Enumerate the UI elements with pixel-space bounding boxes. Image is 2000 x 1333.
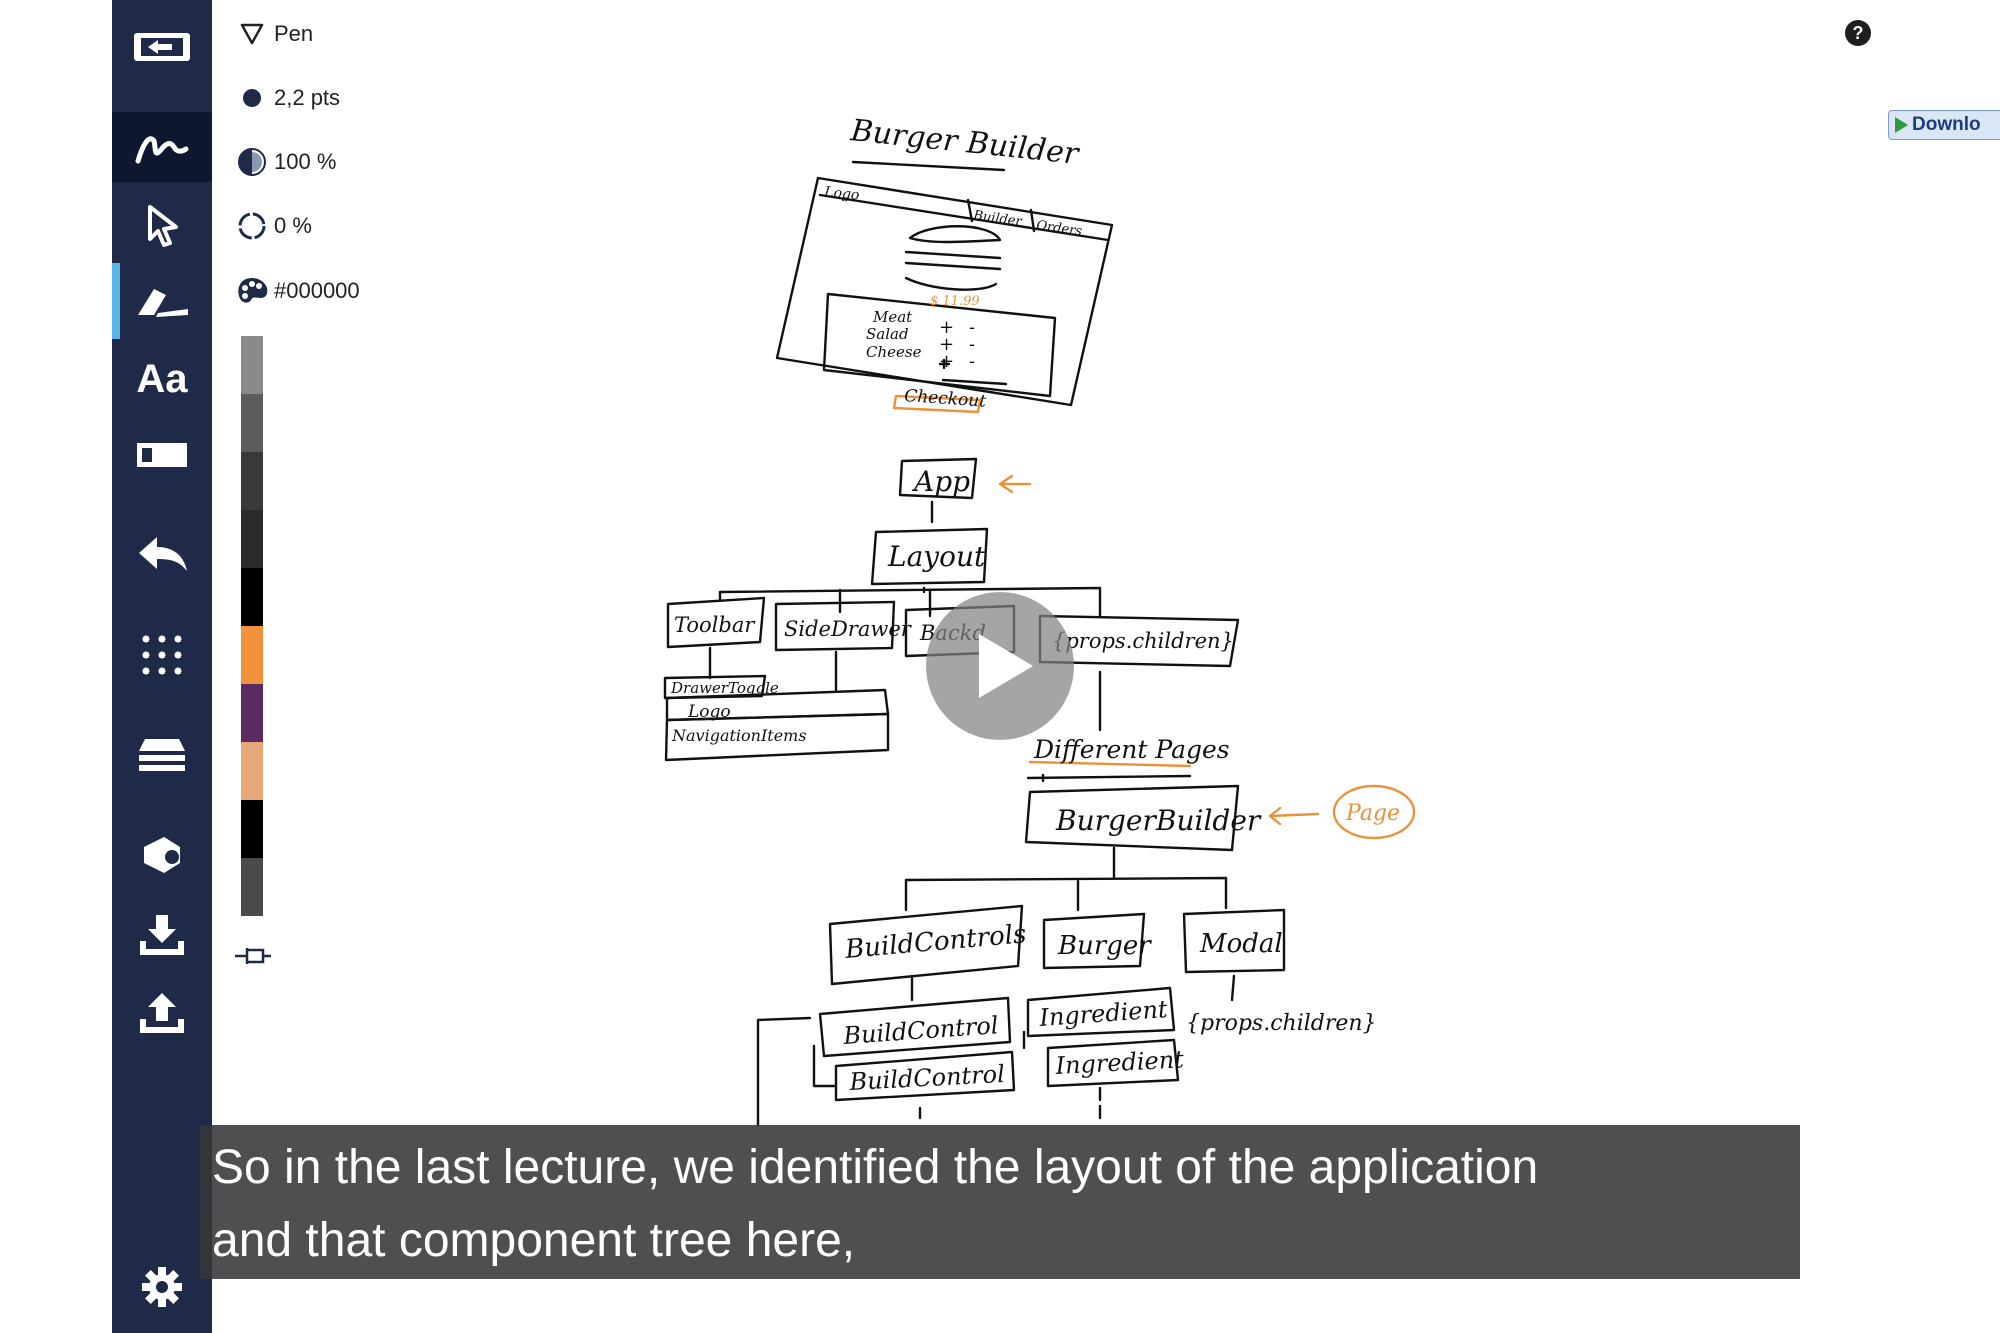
page-label: Page: [1345, 801, 1400, 826]
node-layout: Layout: [887, 540, 986, 573]
left-margin: [0, 0, 112, 1333]
node-ingredient-2: Ingredient: [1054, 1045, 1185, 1080]
subtitle-caption: So in the last lecture, we identified th…: [200, 1125, 1800, 1279]
mock-minus-1: -: [969, 317, 975, 338]
color-palette: [241, 336, 263, 916]
filter-triangle-icon: [230, 23, 274, 45]
active-accent: [112, 263, 120, 339]
color-swatch[interactable]: [241, 684, 263, 742]
undo-icon[interactable]: [112, 520, 212, 590]
mock-price: $ 11.99: [930, 294, 980, 309]
opacity-row[interactable]: 100 %: [230, 142, 336, 182]
tool-name: Pen: [274, 21, 314, 46]
node-toolbar: Toolbar: [674, 613, 756, 637]
fill-row[interactable]: 0 %: [230, 206, 312, 246]
color-value: #000000: [274, 278, 360, 303]
mock-plus-2: +: [939, 334, 954, 355]
tool-sidebar: Aa: [112, 0, 212, 1333]
mock-ingredient-salad: Salad: [866, 325, 909, 343]
node-side-drawer: SideDrawer: [784, 617, 913, 641]
settings-icon[interactable]: [112, 1252, 212, 1322]
download-label: Downlo: [1912, 114, 1981, 135]
mock-plus-1: +: [939, 317, 954, 338]
mock-nav-builder: Builder: [971, 208, 1023, 230]
opacity-icon: [230, 147, 274, 177]
text-icon[interactable]: Aa: [112, 344, 212, 414]
play-triangle-icon: [979, 634, 1033, 698]
node-logo: Logo: [687, 702, 731, 722]
mock-nav-orders: Orders: [1035, 218, 1083, 239]
mock-logo-text: Logo: [823, 184, 861, 204]
node-burger-builder: BurgerBuilder: [1055, 804, 1262, 837]
node-modal: Modal: [1199, 929, 1283, 959]
layers-icon[interactable]: [112, 720, 212, 790]
video-play-button[interactable]: [926, 592, 1074, 740]
color-swatch[interactable]: [241, 510, 263, 568]
caption-line-2: and that component tree here,: [212, 1214, 856, 1267]
download-icon[interactable]: [112, 900, 212, 970]
pin-icon[interactable]: [233, 944, 273, 973]
eraser-icon[interactable]: [112, 420, 212, 490]
mock-plus-3: +: [939, 351, 954, 372]
color-swatch[interactable]: [241, 452, 263, 510]
highlighter-icon[interactable]: [112, 266, 212, 336]
different-pages-label: Different Pages: [1033, 735, 1230, 764]
palette-icon: [230, 276, 274, 306]
node-navigation-items: NavigationItems: [671, 726, 807, 745]
mock-ingredient-meat: Meat: [872, 308, 913, 326]
color-swatch[interactable]: [241, 742, 263, 800]
download-button[interactable]: Downlo: [1888, 110, 2000, 140]
node-build-controls: BuildControls: [843, 919, 1028, 965]
node-app: App: [911, 465, 970, 498]
pen-icon[interactable]: [112, 112, 212, 182]
color-swatch[interactable]: [241, 336, 263, 394]
help-icon[interactable]: ?: [1845, 20, 1871, 46]
color-swatch[interactable]: [241, 626, 263, 684]
fill-icon: [230, 211, 274, 241]
node-burger: Burger: [1057, 931, 1152, 961]
fill-value: 0 %: [274, 213, 312, 238]
mock-ingredient-cheese: Cheese: [866, 343, 922, 361]
opacity-value: 100 %: [274, 149, 337, 174]
tool-name-row[interactable]: Pen: [230, 14, 313, 54]
color-row[interactable]: #000000: [230, 271, 360, 311]
color-swatch[interactable]: [241, 858, 263, 916]
color-swatch[interactable]: [241, 800, 263, 858]
stroke-width-row[interactable]: 2,2 pts: [230, 78, 340, 118]
node-props-children: {props.children}: [1052, 629, 1234, 653]
shapes-icon[interactable]: [112, 820, 212, 890]
stroke-dot-icon: [230, 87, 274, 109]
select-icon[interactable]: [112, 190, 212, 260]
upload-icon[interactable]: [112, 978, 212, 1048]
node-ingredient-1: Ingredient: [1037, 995, 1168, 1032]
stroke-width-value: 2,2 pts: [274, 85, 341, 110]
grid-icon[interactable]: [112, 620, 212, 690]
text-tool-label: Aa: [136, 356, 188, 401]
play-icon: [1895, 117, 1908, 133]
color-swatch[interactable]: [241, 394, 263, 452]
caption-line-1: So in the last lecture, we identified th…: [212, 1141, 1539, 1194]
mock-minus-3: -: [969, 351, 975, 372]
exit-icon[interactable]: [112, 12, 212, 82]
modal-props-children: {props.children}: [1186, 1011, 1377, 1036]
node-drawer-toggle: DrawerToggle: [670, 679, 779, 697]
mock-minus-2: -: [969, 334, 975, 355]
color-swatch[interactable]: [241, 568, 263, 626]
